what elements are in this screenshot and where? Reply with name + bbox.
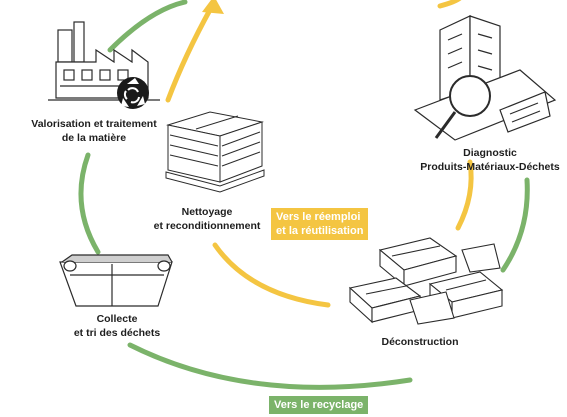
recycling-tag: Vers le recyclage [269,396,369,414]
recycling-loop-arc-right [500,177,530,273]
reuse-loop-arc-right [455,159,474,231]
reuse-loop-arc-bottom [212,242,331,308]
stage-label-nettoyage: Nettoyage et reconditionnement [153,206,261,232]
reuse-loop-arrowhead [202,0,224,14]
recycle-icon [117,77,149,109]
reuse-loop-arc-top-left [165,5,214,103]
recycling-loop-arc-left [78,152,101,255]
recycling-loop-arc-bottom [127,342,413,390]
rubble-blocks-icon [348,237,504,325]
magnifier-building-icon [413,15,557,141]
stage-label-diagnostic: Diagnostic Produits-Matériaux-Déchets [420,147,560,173]
stage-label-deconstruction: Déconstruction [381,336,459,348]
stage-label-valorisation: Valorisation et traitement de la matière [31,118,157,144]
pallet-stack-icon [165,111,265,193]
stage-label-collecte: Collecte et tri des déchets [73,313,161,339]
skip-container-icon [59,254,173,307]
reuse-loop-arc-top-right [437,0,462,9]
recycling-loop-arc-top [107,0,188,53]
reuse-tag: Vers le réemploi et la réutilisation [271,208,369,240]
